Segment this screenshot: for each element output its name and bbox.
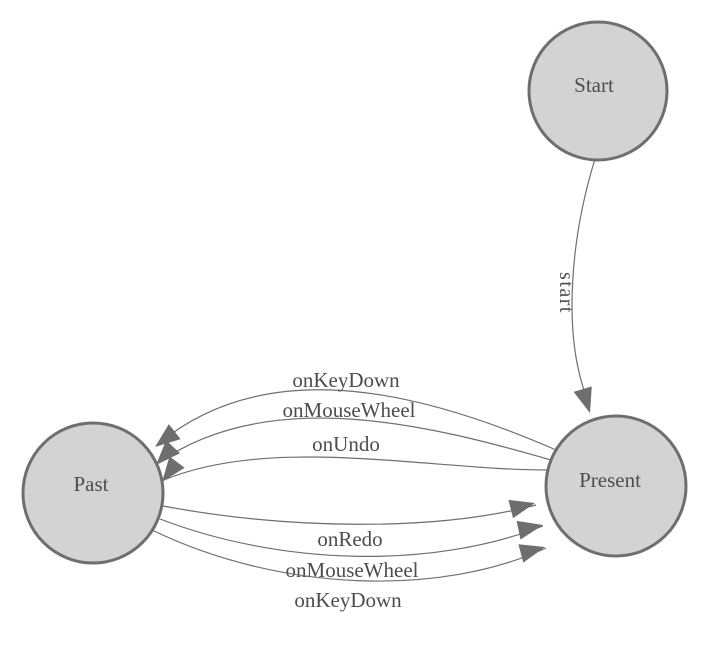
edge-past-to-present-onmousewheel: onMouseWheel: [159, 518, 544, 582]
state-circle-start[interactable]: [527, 20, 669, 162]
arrowhead-icon: [518, 544, 545, 563]
edge-label-onmousewheel-top: onMouseWheel: [283, 398, 416, 422]
state-label-present: Present: [579, 468, 641, 492]
edge-label-onredo: onRedo: [317, 527, 382, 551]
edge-present-to-past-onkeydown: onKeyDown: [155, 368, 557, 451]
edge-label-onkeydown-top: onKeyDown: [292, 368, 400, 392]
edge-label-start: start: [555, 272, 577, 314]
arrowhead-icon: [508, 499, 535, 519]
edge-past-to-present-onredo: onRedo: [162, 499, 537, 551]
state-node-present[interactable]: Present: [544, 414, 688, 558]
arrowhead-icon: [162, 456, 185, 482]
edge-line-start[interactable]: [571, 158, 596, 391]
edge-line-onmousewheel-bottom[interactable]: [159, 518, 544, 557]
arrowhead-icon: [155, 424, 181, 447]
state-circle-present[interactable]: [544, 414, 688, 558]
edge-line-onundo[interactable]: [163, 456, 548, 481]
arrowhead-icon: [573, 386, 592, 413]
edge-start-to-present: start: [555, 158, 596, 413]
edge-past-to-present-onkeydown: onKeyDown: [151, 529, 547, 612]
state-node-past[interactable]: Past: [21, 421, 165, 565]
state-circle-past[interactable]: [21, 421, 165, 565]
edge-present-to-past-onmousewheel: onMouseWheel: [156, 398, 552, 465]
state-label-start: Start: [574, 73, 614, 97]
arrowhead-icon: [516, 520, 543, 540]
edge-present-to-past-onundo: onUndo: [162, 432, 548, 482]
edge-label-onundo: onUndo: [312, 432, 380, 456]
edge-line-onmousewheel-top[interactable]: [157, 417, 552, 464]
edge-line-onredo[interactable]: [162, 504, 537, 525]
edge-line-onkeydown-top[interactable]: [156, 389, 557, 451]
edge-label-onkeydown-bottom: onKeyDown: [294, 588, 402, 612]
state-node-start[interactable]: Start: [527, 20, 669, 162]
state-label-past: Past: [73, 472, 108, 496]
edge-label-onmousewheel-bottom: onMouseWheel: [286, 558, 419, 582]
edge-line-onkeydown-bottom[interactable]: [151, 529, 547, 582]
arrowhead-icon: [156, 440, 180, 465]
